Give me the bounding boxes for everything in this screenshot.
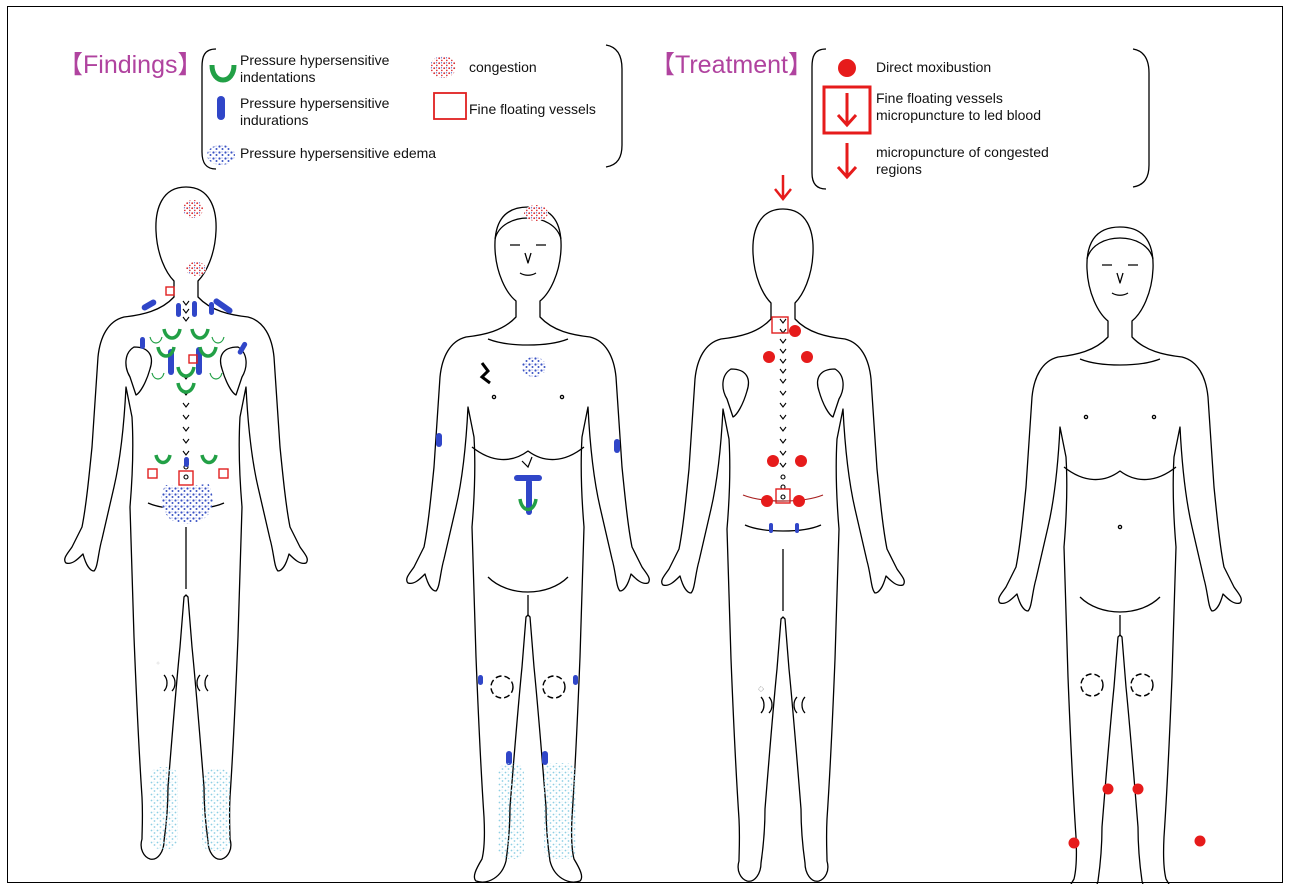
floating-vessel-legend-icon — [434, 93, 466, 119]
puncture-arrow-legend-icon — [838, 143, 856, 177]
body-diagrams — [8, 7, 1284, 884]
moxibustion-legend-icon — [838, 59, 856, 77]
indentation-legend-icon — [212, 65, 234, 80]
figure-frame: 【Findings】 Pressure hypersensitive inden… — [7, 6, 1283, 883]
induration-legend-icon — [217, 96, 225, 120]
edema-legend-icon — [207, 145, 235, 165]
findings-back-figure — [65, 187, 308, 859]
treatment-back-figure — [662, 175, 905, 881]
congestion-legend-icon — [430, 56, 456, 78]
findings-front-figure — [407, 205, 650, 882]
head-puncture-arrow — [775, 175, 791, 199]
treatment-front-figure — [999, 227, 1242, 884]
